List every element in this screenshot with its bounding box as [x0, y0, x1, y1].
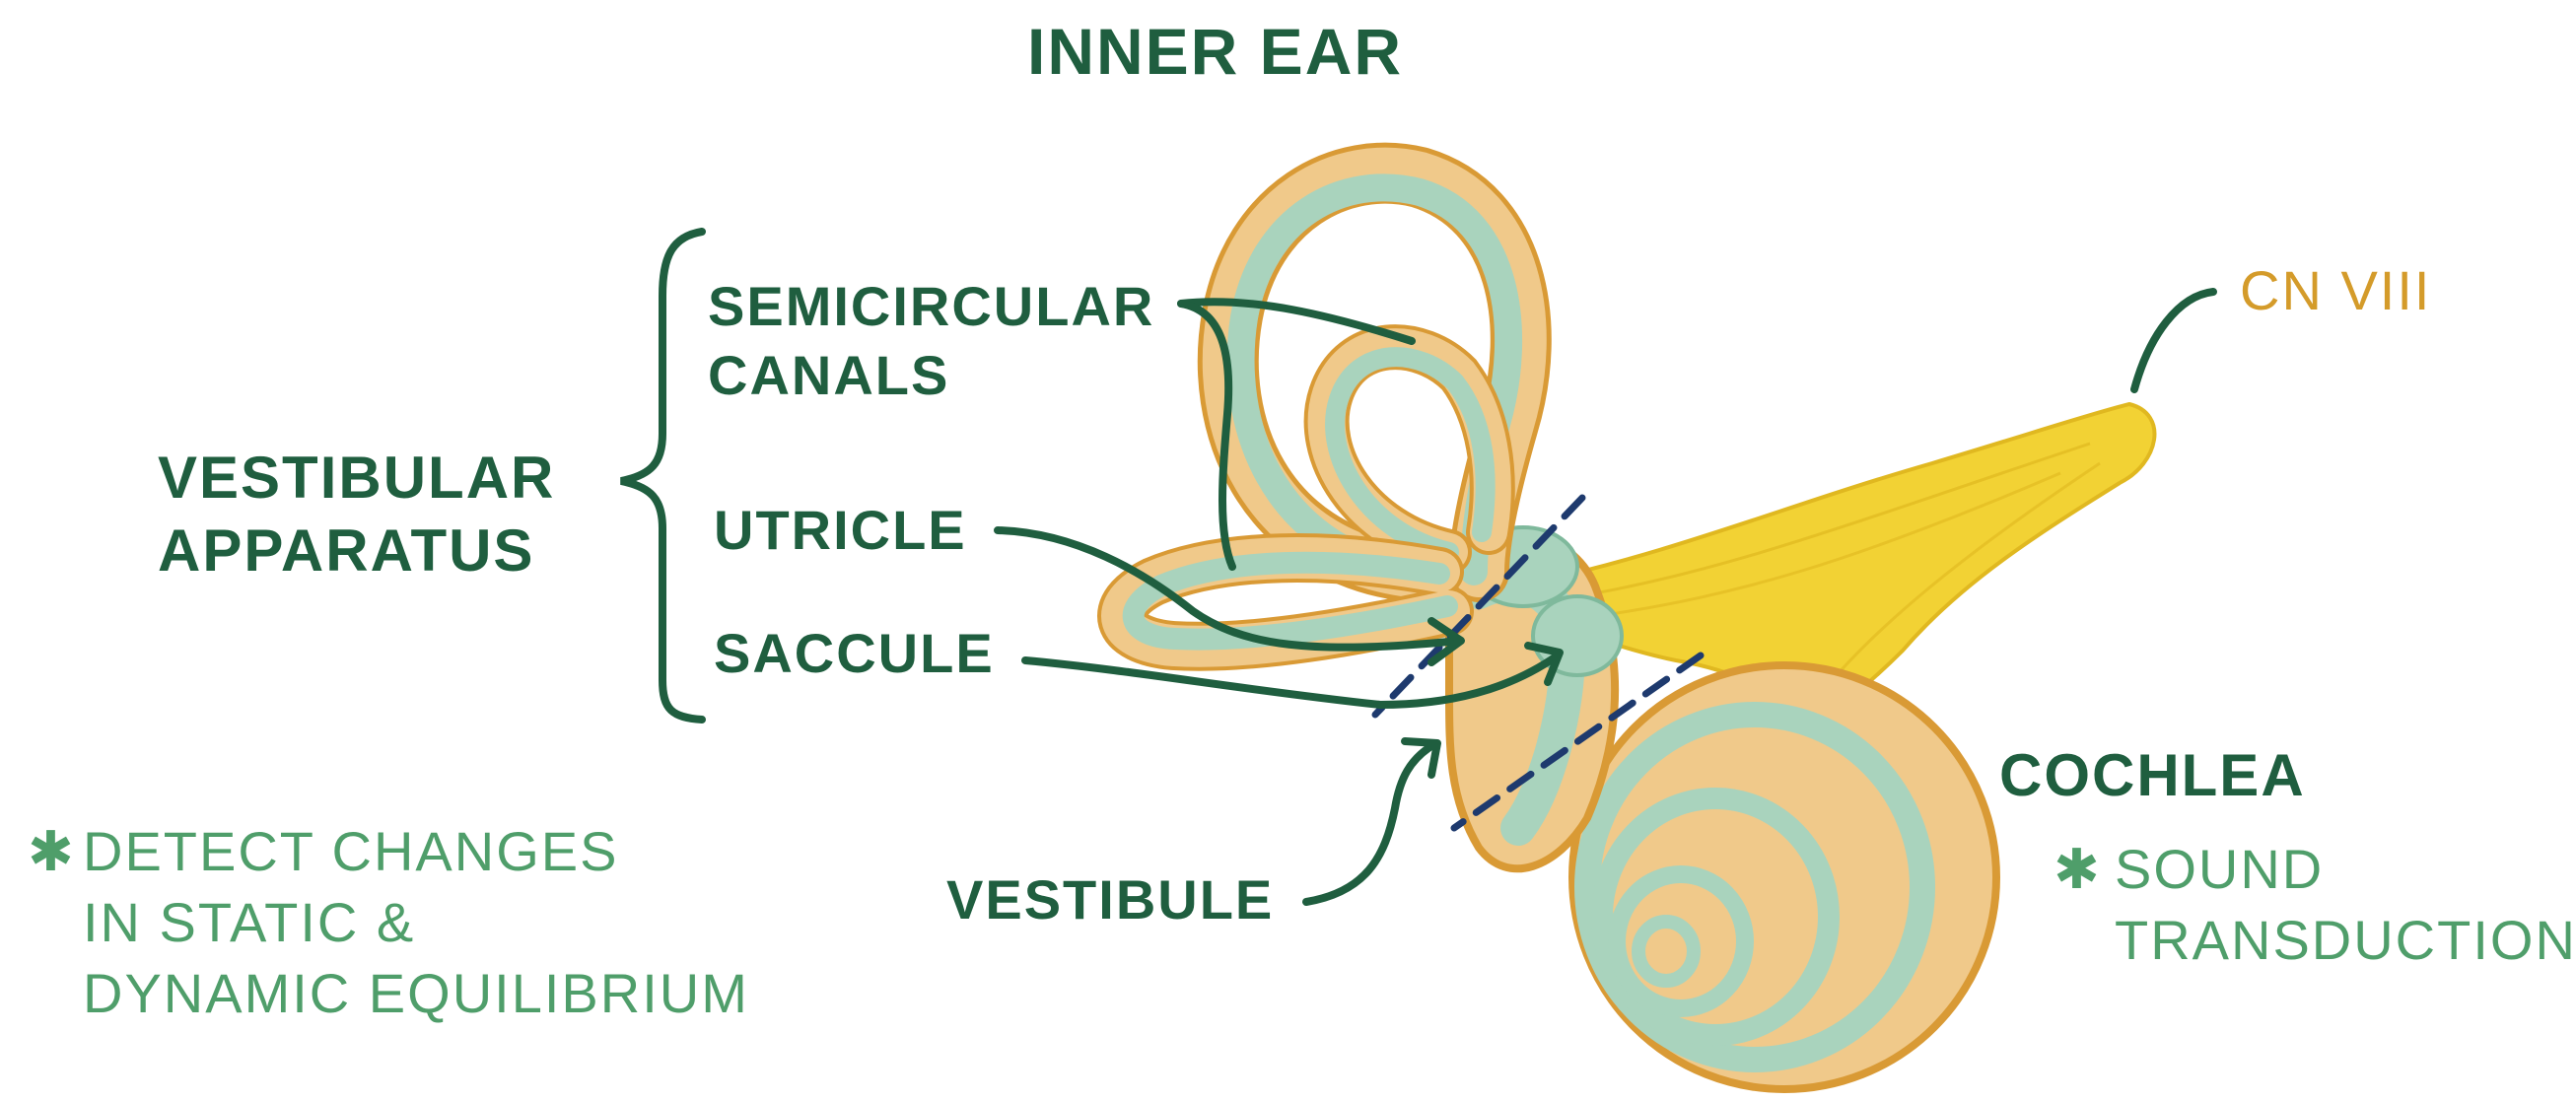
asterisk-bullet: ✱ — [2054, 834, 2102, 905]
cochlea-shape — [1572, 665, 1996, 1089]
vestibular-note-line-3: DYNAMIC EQUILIBRIUM — [83, 958, 749, 1029]
vestibular-note-line-1: DETECT CHANGES — [83, 816, 749, 887]
semicircular-canals-line-2: CANALS — [708, 341, 1154, 410]
semicircular-canals-line-1: SEMICIRCULAR — [708, 272, 1154, 341]
cochlea-function-note: ✱ SOUND TRANSDUCTION — [2054, 834, 2576, 976]
saccule-label: SACCULE — [714, 621, 995, 685]
vestibular-apparatus-label: VESTIBULAR APPARATUS — [158, 442, 555, 587]
semicircular-canals-shape — [1122, 173, 1521, 647]
vestibular-apparatus-brace — [621, 232, 702, 720]
asterisk-bullet: ✱ — [28, 816, 76, 887]
vestibule-label: VESTIBULE — [946, 867, 1274, 931]
cn-viii-label: CN VIII — [2240, 258, 2431, 322]
utricle-label: UTRICLE — [714, 498, 967, 562]
cochlea-note-line-1: SOUND — [2115, 834, 2576, 905]
vestibular-apparatus-line-2: APPARATUS — [158, 515, 555, 587]
cochlea-note-line-2: TRANSDUCTION — [2115, 905, 2576, 976]
semicircular-canals-label: SEMICIRCULAR CANALS — [708, 272, 1154, 410]
cn-viii-pointer — [2134, 292, 2213, 389]
vestibular-note-line-2: IN STATIC & — [83, 887, 749, 958]
page-title: INNER EAR — [1027, 14, 1403, 89]
cochlea-label: COCHLEA — [1999, 741, 2306, 809]
vestibule-pointer — [1306, 744, 1434, 902]
vestibular-function-note: ✱ DETECT CHANGES IN STATIC & DYNAMIC EQU… — [28, 816, 749, 1029]
vestibular-apparatus-line-1: VESTIBULAR — [158, 442, 555, 515]
